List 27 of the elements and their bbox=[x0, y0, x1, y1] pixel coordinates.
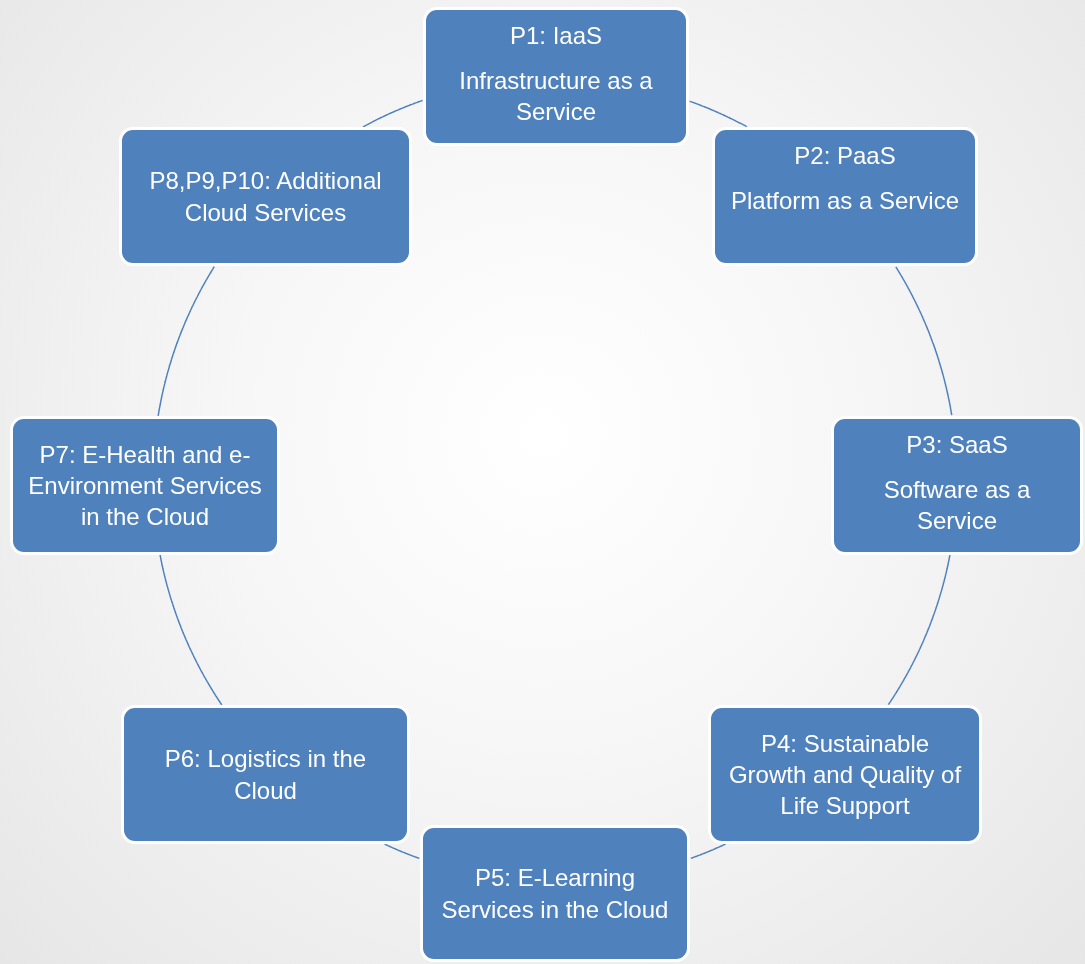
connector-arc bbox=[159, 554, 223, 706]
box-title: P6: Logistics in the Cloud bbox=[163, 744, 368, 806]
connector-arc bbox=[688, 100, 748, 128]
process-box bbox=[119, 127, 412, 266]
process-box bbox=[10, 416, 280, 555]
connector-arc bbox=[383, 843, 421, 860]
box-title: P5: E-Learning Services in the Cloud bbox=[440, 863, 670, 925]
box-title: P1: IaaS bbox=[509, 21, 603, 51]
process-box bbox=[712, 127, 978, 266]
box-text: Platform as a Service bbox=[730, 186, 960, 217]
connector-arc bbox=[690, 843, 727, 860]
box-text: Software as a Service bbox=[882, 475, 1032, 537]
box-title: P7: E-Health and e-Environment Services in the Cloud bbox=[27, 439, 263, 533]
connector-arc bbox=[157, 265, 216, 417]
box-text: Infrastructure as a Service bbox=[458, 66, 654, 128]
connector-arc bbox=[887, 554, 951, 706]
process-box bbox=[708, 705, 982, 844]
process-box bbox=[121, 705, 410, 844]
connector-arc bbox=[362, 99, 424, 128]
process-box bbox=[420, 825, 690, 962]
process-box bbox=[423, 7, 689, 146]
box-title: P2: PaaS bbox=[794, 141, 896, 171]
process-box bbox=[831, 416, 1083, 555]
connector-arc bbox=[895, 266, 953, 416]
box-title: P8,P9,P10: Additional Cloud Services bbox=[148, 166, 383, 228]
box-title: P3: SaaS bbox=[906, 430, 1008, 460]
box-title: P4: Sustainable Growth and Quality of Life Support bbox=[727, 728, 963, 822]
